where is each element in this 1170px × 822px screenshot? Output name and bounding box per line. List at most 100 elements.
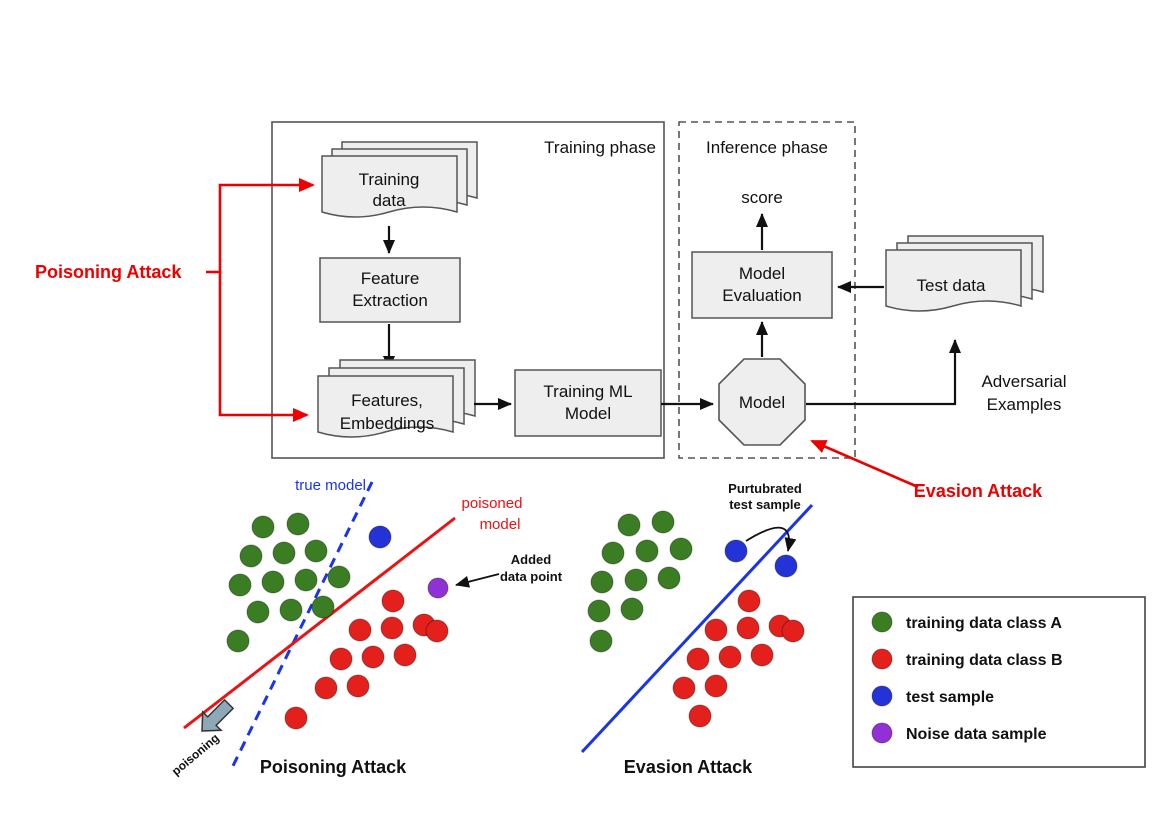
data-point xyxy=(261,570,285,594)
data-point xyxy=(272,541,296,565)
data-point xyxy=(314,676,338,700)
true-model-line xyxy=(228,481,374,773)
data-point xyxy=(688,704,712,728)
training-ml-model-rect xyxy=(514,369,662,437)
data-point xyxy=(724,539,748,563)
data-point xyxy=(284,706,308,730)
model-evaluation-box: Model Evaluation xyxy=(691,251,833,319)
inference-phase-box: Inference phase xyxy=(678,121,856,459)
perturbed-label-line1: Purtubrated xyxy=(728,481,802,496)
legend-class-b-dot-icon xyxy=(871,648,893,670)
training-ml-label-line1: Training ML xyxy=(543,382,632,401)
poisoning-attack-label: Poisoning Attack xyxy=(35,262,182,282)
legend-noise-dot-icon xyxy=(871,722,893,744)
training-phase-border xyxy=(271,121,665,459)
training-ml-label-line2: Model xyxy=(565,404,611,423)
data-point xyxy=(718,645,742,669)
poisoning-class-a-dots xyxy=(226,512,351,653)
data-point xyxy=(704,674,728,698)
score-label: score xyxy=(741,188,783,207)
data-point xyxy=(425,619,449,643)
legend: training data class A training data clas… xyxy=(852,596,1146,768)
data-point xyxy=(361,645,385,669)
data-point xyxy=(635,539,659,563)
data-point xyxy=(587,599,611,623)
poisoning-class-b-dots xyxy=(284,589,449,730)
poisoning-test-sample-dot xyxy=(368,525,392,549)
data-point xyxy=(346,674,370,698)
data-point xyxy=(750,643,774,667)
evasion-decision-line xyxy=(580,503,814,754)
legend-noise-label: Noise data sample xyxy=(906,726,1047,743)
poisoning-arrow-to-features xyxy=(218,272,309,422)
perturbation-curve-arrow xyxy=(745,526,797,552)
poisoning-arrow-label: poisoning xyxy=(169,731,222,779)
training-data-doc-stack: Training data xyxy=(321,141,478,218)
poisoned-model-label-line1: poisoned xyxy=(462,495,523,512)
arrow-model-to-testdata xyxy=(806,339,961,406)
model-octagon-shape xyxy=(718,358,806,446)
training-phase-box: Training phase xyxy=(271,121,665,459)
poisoning-direction-arrow-icon xyxy=(201,698,235,732)
poisoning-attack-callout: Poisoning Attack xyxy=(35,178,315,422)
data-point xyxy=(737,589,761,613)
data-point xyxy=(239,544,263,568)
data-point xyxy=(669,537,693,561)
training-ml-model-box: Training ML Model xyxy=(514,369,662,437)
data-point xyxy=(672,676,696,700)
data-point xyxy=(601,541,625,565)
data-point xyxy=(228,573,252,597)
legend-class-a-dot-icon xyxy=(871,611,893,633)
data-point xyxy=(704,618,728,642)
data-point xyxy=(251,515,275,539)
data-point xyxy=(620,597,644,621)
data-point xyxy=(381,589,405,613)
data-point xyxy=(774,554,798,578)
feature-extraction-rect xyxy=(319,257,461,323)
legend-class-b-label: training data class B xyxy=(906,652,1063,669)
data-point xyxy=(279,598,303,622)
data-point xyxy=(589,629,613,653)
evasion-attack-callout: Evasion Attack xyxy=(810,439,1043,501)
perturbed-label-line2: test sample xyxy=(729,497,801,512)
legend-test-sample-dot-icon xyxy=(871,685,893,707)
features-label-line2: Embeddings xyxy=(340,414,435,433)
poisoning-plot: true model poisoned model Added data poi… xyxy=(169,477,563,778)
legend-class-a-label: training data class A xyxy=(906,615,1062,632)
poisoning-plot-title: Poisoning Attack xyxy=(260,757,407,777)
inference-phase-border xyxy=(678,121,856,459)
poisoning-arrow-to-trainingdata xyxy=(206,178,315,274)
model-octagon: Model xyxy=(718,358,806,446)
data-point xyxy=(657,566,681,590)
training-phase-label: Training phase xyxy=(544,138,656,157)
evasion-test-sample-dots xyxy=(724,539,798,578)
feature-extraction-label-line1: Feature xyxy=(361,269,420,288)
data-point xyxy=(368,525,392,549)
legend-border xyxy=(852,596,1146,768)
data-point xyxy=(226,629,250,653)
data-point xyxy=(311,595,335,619)
data-point xyxy=(393,643,417,667)
data-point xyxy=(624,568,648,592)
model-eval-label-line1: Model xyxy=(739,264,785,283)
true-model-label: true model xyxy=(295,477,366,494)
data-point xyxy=(380,616,404,640)
data-point xyxy=(781,619,805,643)
feature-extraction-box: Feature Extraction xyxy=(319,257,461,323)
test-data-label: Test data xyxy=(917,276,987,295)
data-point xyxy=(651,510,675,534)
data-point xyxy=(348,618,372,642)
poisoned-model-line xyxy=(183,516,456,730)
added-point-pointer-arrow xyxy=(455,573,500,588)
adversarial-label-line1: Adversarial xyxy=(981,372,1066,391)
data-point xyxy=(736,616,760,640)
data-point xyxy=(304,539,328,563)
model-label: Model xyxy=(739,393,785,412)
evasion-class-b-dots xyxy=(672,589,805,728)
data-point xyxy=(590,570,614,594)
model-evaluation-rect xyxy=(691,251,833,319)
evasion-plot: Purtubrated test sample Evasion Attack xyxy=(580,481,814,777)
data-point xyxy=(686,647,710,671)
